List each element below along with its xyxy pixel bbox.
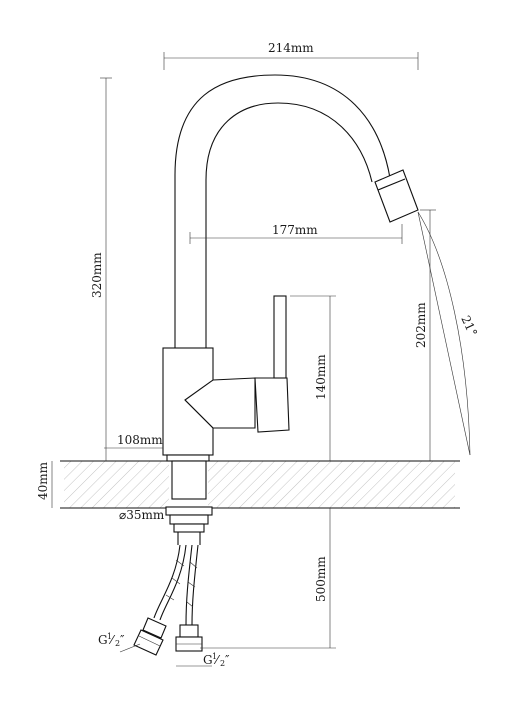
hose-fitting-left [133,617,167,656]
dimension-lines [51,52,471,667]
svg-text:G: G [203,653,213,667]
label-lever-height: 140mm [314,354,328,400]
label-hole-diameter: ⌀35mm [119,508,165,522]
spout-inner [205,102,373,348]
label-thread-left: G 1 ⁄ 2 ″ [98,632,125,648]
svg-text:″: ″ [225,653,230,667]
label-thread-right: G 1 ⁄ 2 ″ [203,652,230,668]
hose-left [153,544,181,619]
label-overall-width: 214mm [268,41,314,55]
svg-text:1: 1 [212,652,217,661]
mounting-nut [165,506,213,516]
dimension-labels: 214mm 177mm 320mm 202mm 140mm 108mm 40mm… [36,41,480,668]
countertop-section [60,460,460,509]
svg-text:⁄: ⁄ [108,633,116,647]
label-total-height: 320mm [90,252,104,298]
svg-text:2: 2 [115,639,120,648]
svg-text:1: 1 [107,632,112,641]
faucet-body [162,74,419,545]
svg-text:⁄: ⁄ [213,653,221,667]
label-hose-length: 500mm [314,556,328,602]
mounting-shank [171,460,207,500]
label-counter-thickness: 40mm [36,461,50,500]
lever-base [254,377,290,433]
svg-text:2: 2 [220,659,225,668]
hose-fitting-right [175,624,203,652]
aerator-nozzle [374,169,419,223]
label-spout-reach: 177mm [272,223,318,237]
svg-text:G: G [98,633,108,647]
lever-handle [273,295,287,379]
label-spout-angle: 21° [458,313,480,338]
label-outlet-height: 202mm [414,302,428,348]
hose-right [185,544,193,626]
flexible-hoses [133,544,203,656]
svg-text:″: ″ [120,633,125,647]
spout-outer [174,74,391,348]
base-flange [166,454,210,462]
label-base-height: 108mm [117,433,163,447]
